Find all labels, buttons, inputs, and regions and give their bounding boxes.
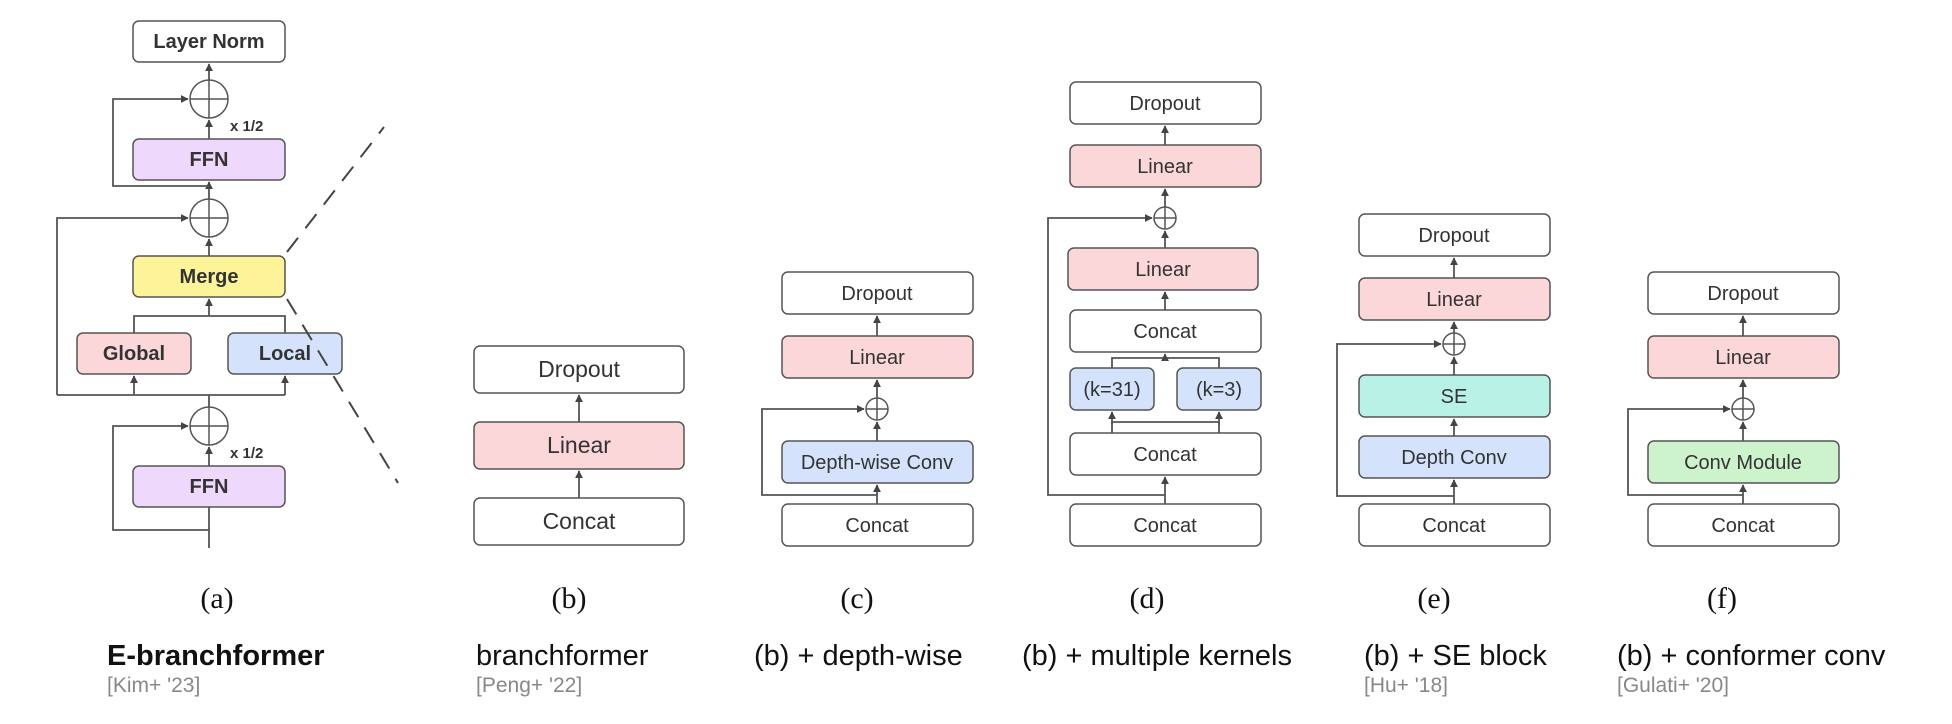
panel-a-label: (a) — [200, 582, 233, 615]
sum-node-c — [865, 397, 889, 421]
panel-c: Dropout Linear Depth-wise Conv Concat (c… — [754, 271, 974, 672]
sum-node-d — [1153, 206, 1177, 230]
ffn-top-label: FFN — [190, 149, 229, 171]
layer-norm-box — [132, 20, 286, 63]
sum-node-e — [1442, 332, 1466, 356]
concat-bottom-label-d: Concat — [1133, 515, 1197, 537]
panel-b-label: (b) — [552, 582, 587, 615]
dropout-label-d: Dropout — [1129, 93, 1201, 115]
panel-d-caption: (b) + multiple kernels — [1022, 640, 1292, 672]
se-label-e: SE — [1441, 386, 1468, 408]
panel-c-caption: (b) + depth-wise — [754, 640, 963, 672]
scale-label-bottom: x 1/2 — [230, 445, 263, 462]
dropout-label-b: Dropout — [538, 356, 620, 382]
panel-f-caption: (b) + conformer conv — [1617, 640, 1886, 672]
concat-lower-label-d: Concat — [1133, 444, 1197, 466]
sum-node-f — [1731, 397, 1755, 421]
layer-norm-label: Layer Norm — [153, 31, 264, 53]
concat-upper-label-d: Concat — [1133, 321, 1197, 343]
concat-label-e: Concat — [1422, 515, 1486, 537]
global-label: Global — [103, 343, 165, 365]
panel-a-citation: [Kim+ '23] — [107, 674, 200, 697]
kernel-3-label-d: (k=3) — [1196, 379, 1242, 401]
dropout-label-e: Dropout — [1418, 225, 1490, 247]
panel-a-caption: E-branchformer — [107, 640, 325, 672]
panel-a-edges — [56, 63, 289, 548]
panel-e: Dropout Linear SE Depth Conv Concat (e) … — [1336, 213, 1551, 697]
dropout-box-d — [1069, 81, 1262, 125]
panel-e-caption: (b) + SE block — [1364, 640, 1547, 672]
panel-c-label: (c) — [840, 582, 873, 615]
kernel-31-label-d: (k=31) — [1083, 379, 1140, 401]
panel-e-citation: [Hu+ '18] — [1364, 674, 1448, 697]
zoom-line-lower — [286, 298, 399, 484]
concat-label-b: Concat — [543, 508, 616, 534]
panel-f: Dropout Linear Conv Module Concat (f) (b… — [1617, 271, 1886, 697]
concat-label-c: Concat — [845, 515, 909, 537]
linear-mid-label-d: Linear — [1135, 259, 1191, 281]
linear-top-label-d: Linear — [1137, 156, 1193, 178]
panel-d: Dropout Linear Linear Concat (k=31) (k=3… — [1022, 81, 1292, 672]
linear-label-c: Linear — [849, 347, 905, 369]
linear-label-f: Linear — [1715, 347, 1771, 369]
dropout-box-e — [1358, 213, 1551, 257]
dropout-box-f — [1647, 271, 1840, 315]
depthwise-conv-label-c: Depth-wise Conv — [801, 452, 953, 474]
dropout-box-b — [473, 345, 685, 394]
conv-module-label-f: Conv Module — [1684, 452, 1802, 474]
local-label: Local — [259, 343, 311, 365]
panel-f-citation: [Gulati+ '20] — [1617, 674, 1729, 697]
panel-a: Layer Norm FFN Merge Global Local FFN x … — [56, 20, 399, 697]
merge-label: Merge — [180, 266, 239, 288]
scale-label-top: x 1/2 — [230, 118, 263, 135]
linear-label-b: Linear — [547, 432, 611, 458]
panel-b-citation: [Peng+ '22] — [476, 674, 582, 697]
sum-node-middle — [189, 198, 229, 238]
panel-b-caption: branchformer — [476, 640, 649, 672]
dropout-label-f: Dropout — [1707, 283, 1779, 305]
panel-e-label: (e) — [1417, 582, 1450, 615]
sum-node-bottom — [189, 406, 229, 446]
concat-label-f: Concat — [1711, 515, 1775, 537]
sum-node-top — [189, 79, 229, 119]
panel-d-label: (d) — [1130, 582, 1165, 615]
depth-conv-label-e: Depth Conv — [1401, 447, 1507, 469]
zoom-line-upper — [286, 126, 385, 253]
linear-mid-box-d — [1067, 247, 1259, 291]
panel-b: Dropout Linear Concat (b) branchformer [… — [473, 345, 685, 697]
dropout-label-c: Dropout — [841, 283, 913, 305]
dropout-box-c — [781, 271, 974, 315]
panel-f-label: (f) — [1707, 582, 1737, 615]
linear-label-e: Linear — [1426, 289, 1482, 311]
concat-lower-box-d — [1069, 432, 1262, 476]
ffn-bottom-label: FFN — [190, 476, 229, 498]
